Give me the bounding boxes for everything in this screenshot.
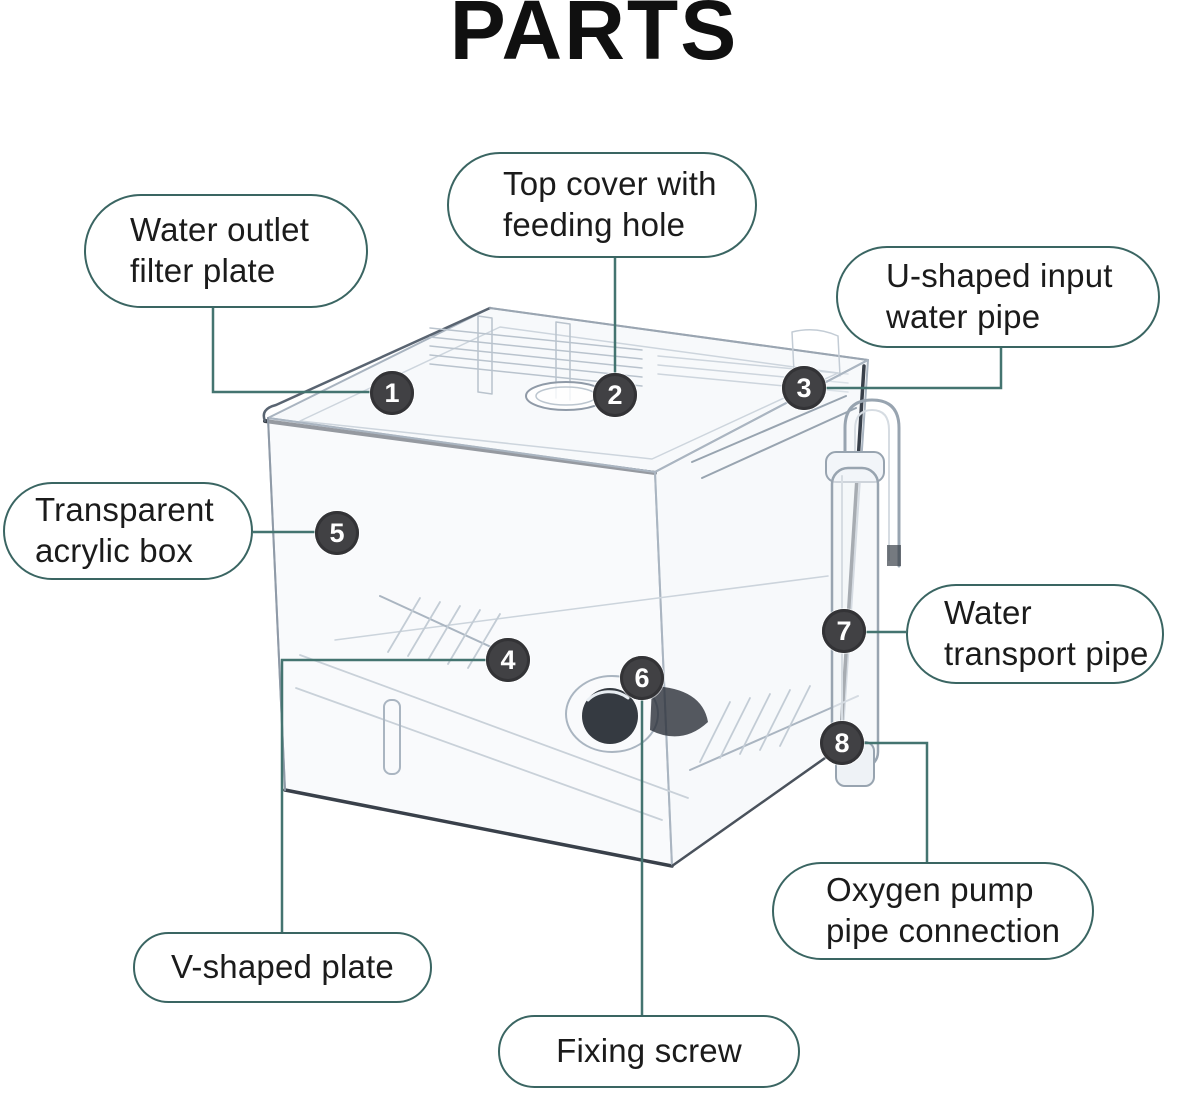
- part-marker-5: 5: [315, 511, 359, 555]
- connector-part-1: [211, 308, 378, 394]
- label-fixing-screw: Fixing screw: [498, 1015, 800, 1088]
- label-water-transport-pipe: Water transport pipe: [906, 584, 1164, 684]
- part-marker-8: 8: [820, 721, 864, 765]
- label-text: V-shaped plate: [171, 948, 394, 986]
- label-v-shaped-plate: V-shaped plate: [133, 932, 432, 1003]
- part-marker-3: 3: [782, 366, 826, 410]
- label-water-outlet-filter-plate: Water outlet filter plate: [84, 194, 368, 308]
- part-marker-6: 6: [620, 656, 664, 700]
- label-text: Water outlet filter plate: [130, 211, 310, 289]
- label-u-shaped-input-water-pipe: U-shaped input water pipe: [836, 246, 1160, 348]
- part-marker-4: 4: [486, 638, 530, 682]
- label-oxygen-pump-pipe-connection: Oxygen pump pipe connection: [772, 862, 1094, 960]
- label-text: Oxygen pump pipe connection: [826, 871, 1061, 949]
- part-marker-2: 2: [593, 373, 637, 417]
- connector-part-3: [810, 348, 1003, 390]
- label-text: Transparent acrylic box: [35, 491, 214, 569]
- label-text: Top cover with feeding hole: [503, 165, 717, 243]
- label-text: Water transport pipe: [944, 594, 1149, 672]
- label-text: Fixing screw: [556, 1032, 742, 1070]
- part-marker-7: 7: [822, 609, 866, 653]
- label-text: U-shaped input water pipe: [886, 257, 1113, 335]
- label-transparent-acrylic-box: Transparent acrylic box: [3, 482, 253, 580]
- part-marker-1: 1: [370, 371, 414, 415]
- connector-part-8: [856, 741, 929, 862]
- label-top-cover-feeding-hole: Top cover with feeding hole: [447, 152, 757, 258]
- page-title: PARTS: [449, 0, 739, 77]
- connector-part-4: [280, 658, 492, 932]
